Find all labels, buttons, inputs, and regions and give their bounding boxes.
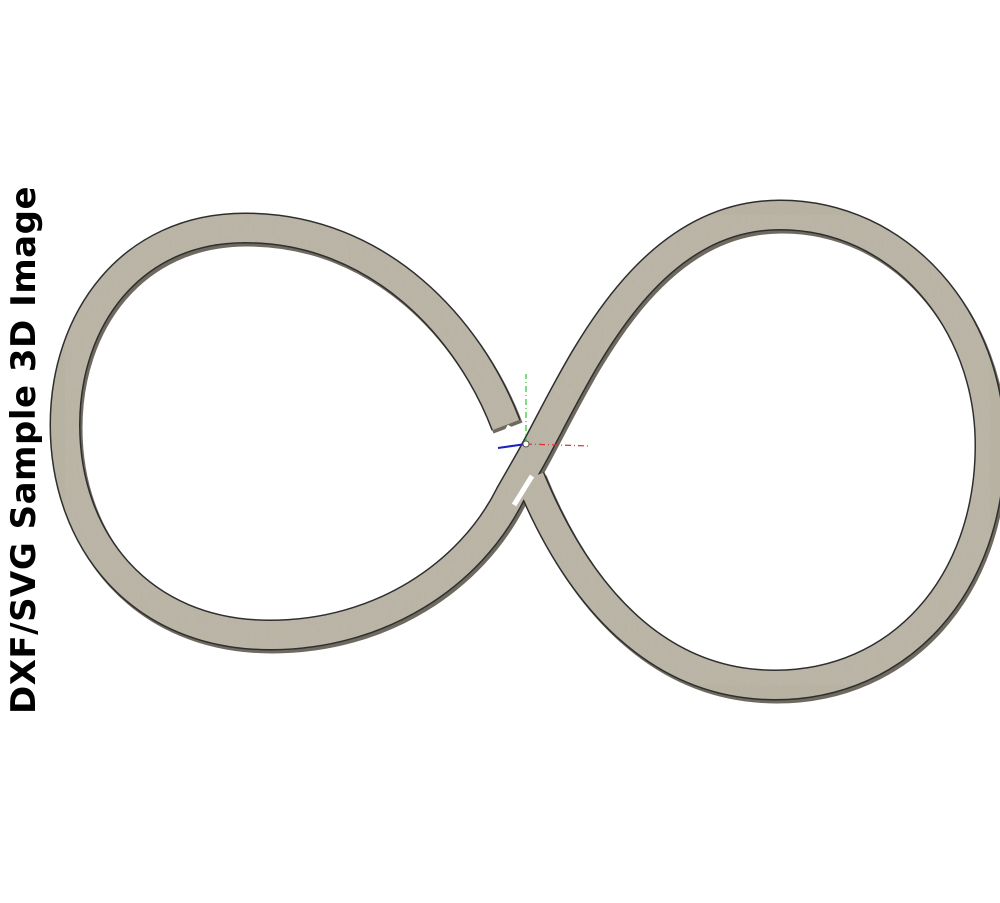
z-axis-line xyxy=(497,443,527,449)
band-gap-upper xyxy=(490,424,513,458)
xyz-axis-triad-icon[interactable] xyxy=(497,374,591,449)
infinity-band[interactable] xyxy=(49,199,1000,701)
band-grain-texture xyxy=(50,200,1000,700)
band-gap-lower xyxy=(511,474,535,507)
x-axis-line xyxy=(525,443,591,447)
axis-origin-dot xyxy=(522,440,530,448)
